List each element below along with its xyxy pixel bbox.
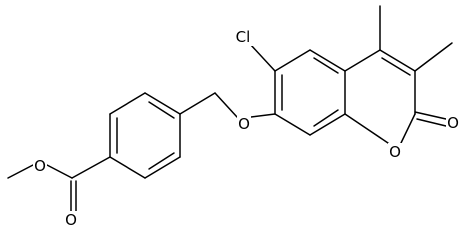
lactone-o-label-bg: [446, 114, 460, 132]
lactone-c-o-bond-2: [416, 118, 447, 127]
pyranone-bond-1: [344, 49, 381, 72]
ch2-ether-o-bond: [214, 92, 238, 118]
ether-o-label-bg: [237, 115, 251, 133]
chromene-inner-bond-3: [313, 109, 339, 127]
chromene-bond-6: [274, 113, 311, 136]
molecule-structure: Cl O O O O O: [7, 5, 460, 229]
ester-o-label-bg: [33, 157, 47, 175]
ester-carbonyl-o-label-bg: [64, 211, 78, 229]
lactone-carbonyl-oxygen-label: O: [447, 114, 459, 132]
c-cl-bond: [249, 43, 276, 72]
c3-methyl-bond: [414, 42, 453, 72]
pyranone-bond-5: [344, 113, 389, 144]
benzene-bond-2: [109, 92, 146, 115]
ether-o-ring-bond: [250, 113, 276, 118]
ring-oxygen-label: O: [389, 143, 401, 161]
bond-layer: [7, 5, 453, 212]
chromene-bond-2: [274, 49, 311, 72]
benzene-bond-5: [144, 156, 181, 179]
chromene-bond-3: [309, 49, 346, 72]
ester-to-ring-bond: [71, 156, 111, 179]
pyranone-bond-2a: [379, 49, 416, 72]
benzene-inner-bond-3: [148, 152, 175, 170]
structure-canvas: Cl O O O O O: [7, 5, 460, 229]
ester-o-c-bond: [46, 164, 73, 179]
methoxy-bond: [7, 164, 34, 179]
ester-carbonyl-oxygen-label: O: [65, 211, 77, 229]
pyranone-bond-4: [400, 113, 416, 144]
ether-oxygen-label: O: [238, 115, 250, 133]
cl-label-bg: [232, 28, 254, 46]
benzene-bond-3: [144, 92, 181, 115]
benzyl-ch2-bond: [179, 92, 216, 115]
chlorine-atom-label: Cl: [236, 28, 251, 46]
pyranone-bond-2b: [381, 57, 411, 76]
chromene-bond-5: [309, 113, 346, 136]
lactone-c-o-bond-1: [414, 111, 447, 120]
ring-o-label-bg: [388, 143, 402, 161]
chromene-inner-bond-2: [313, 57, 339, 74]
benzene-inner-bond-2: [148, 101, 175, 119]
atom-label-layer: Cl O O O O O: [33, 28, 460, 229]
benzene-bond-6: [109, 156, 146, 179]
ester-oxygen-label: O: [34, 157, 46, 175]
